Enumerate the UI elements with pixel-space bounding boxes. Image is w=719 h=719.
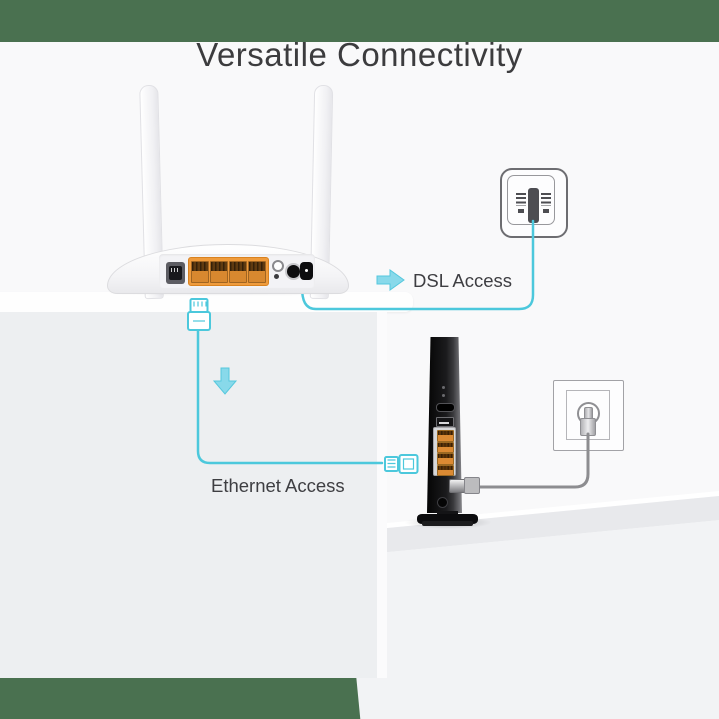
coax-wall-socket-icon	[553, 380, 624, 451]
phone-jack-pins-left	[516, 193, 526, 206]
modem-power-jack-icon	[437, 497, 448, 508]
modem-coax-plug-icon	[464, 477, 480, 494]
ethernet-access-label: Ethernet Access	[211, 475, 345, 496]
router-dsl-port-icon	[166, 262, 185, 284]
router-lan-port-icon	[248, 261, 266, 283]
modem-lan-port-icon	[436, 430, 454, 442]
modem-button-dot	[442, 394, 445, 397]
router-lan-port-icon	[229, 261, 247, 283]
right-shelf	[341, 489, 719, 719]
phone-jack-icon	[528, 188, 539, 223]
arrow-right-icon	[376, 269, 405, 291]
rj45-plug-right-icon	[384, 454, 419, 474]
router-dsl-port-pins	[171, 268, 180, 272]
modem-lan-panel	[433, 427, 456, 476]
router-power-jack-icon	[300, 262, 313, 280]
modem-port-slot-icon	[436, 403, 455, 412]
phone-jack-foot-right	[543, 209, 549, 213]
shelf-gap	[377, 312, 387, 678]
modem-lan-port-icon	[436, 441, 454, 453]
dsl-access-label: DSL Access	[413, 270, 513, 291]
modem-lan-port-icon	[436, 453, 454, 465]
modem-usb-tongue	[439, 422, 449, 424]
router-wps-button-icon	[272, 260, 284, 272]
coax-plug-icon	[580, 418, 596, 436]
phone-wall-socket-icon	[500, 168, 568, 238]
phone-jack-foot-left	[518, 209, 524, 213]
router-lan-ports	[188, 257, 269, 286]
modem-lan-port-icon	[436, 464, 454, 476]
green-banner-top	[0, 0, 719, 42]
phone-jack-pins-right	[541, 193, 551, 206]
router-power-jack-pin	[305, 269, 308, 272]
modem-stand-base	[417, 514, 478, 524]
modem-usb-port-icon	[436, 417, 454, 427]
modem-stand-lip	[422, 521, 473, 526]
router-lan-port-icon	[191, 261, 209, 283]
left-shelf-edge	[0, 292, 413, 312]
page-title: Versatile Connectivity	[196, 36, 523, 73]
modem-button-dot	[442, 386, 445, 389]
router-lan-port-icon	[210, 261, 228, 283]
router-reset-button-icon	[274, 274, 279, 279]
